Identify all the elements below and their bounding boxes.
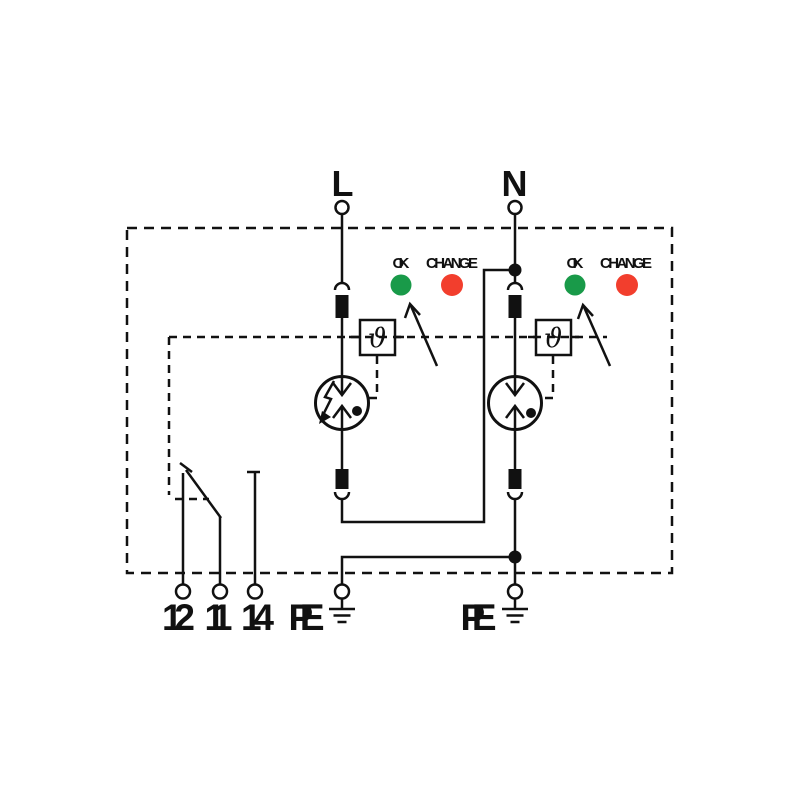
indicator-pointer-arrow <box>582 306 612 367</box>
fuse-block-icon <box>335 469 349 489</box>
junction-dot <box>508 550 522 564</box>
lightning-bolt-tip <box>319 411 331 424</box>
pe-terminal-right: PE <box>461 583 528 638</box>
theta-box-icon <box>358 318 397 357</box>
earth-ground-icon <box>329 598 355 624</box>
terminal-label-12: 12 <box>162 597 194 638</box>
n-input-terminal <box>507 199 523 216</box>
pe-terminal-left: PE <box>289 555 509 638</box>
pe-left-terminal <box>333 583 351 600</box>
pe-left-label: PE <box>289 597 324 638</box>
ok-label: OK <box>393 255 410 272</box>
device-boundary-dashed-box <box>125 226 674 575</box>
change-led-red-icon <box>616 274 638 296</box>
arrester-dot-left <box>352 406 362 416</box>
pe-left-wire <box>340 555 509 585</box>
indicator-pointer-arrowhead <box>576 302 594 320</box>
terminal-11 <box>211 583 229 600</box>
l-to-n-return-wire <box>340 268 509 524</box>
spark-gap-arrester-icon <box>314 375 370 431</box>
status-indicators-right: OK CHANGE <box>564 255 652 367</box>
pe-right-terminal <box>506 583 524 600</box>
arrow-down-icon <box>505 382 525 398</box>
disconnect-arc-icon <box>506 491 524 501</box>
change-label: CHANGE <box>426 255 478 272</box>
arrow-up-icon <box>332 403 352 419</box>
earth-ground-icon <box>502 598 528 624</box>
contact-12-tip <box>179 462 193 473</box>
arrow-up-icon <box>505 403 525 419</box>
disconnect-arc-icon <box>333 281 351 291</box>
terminal-label-14: 14 <box>241 597 274 638</box>
change-label: CHANGE <box>600 255 652 272</box>
thermal-monitor-left: ϑ <box>349 318 404 400</box>
theta-symbol: ϑ <box>368 323 387 354</box>
lightning-bolt-icon <box>322 380 336 414</box>
remote-signalling-switch: 12 11 14 <box>162 462 275 638</box>
junction-dot <box>508 263 522 277</box>
l-branch: L <box>314 163 509 524</box>
signal-circuit-dashed-lines <box>167 335 607 501</box>
fuse-block-icon <box>335 295 349 318</box>
terminal-12 <box>174 583 192 600</box>
l-input-terminal <box>334 199 350 216</box>
indicator-pointer-arrowhead <box>403 301 421 319</box>
disconnect-arc-icon <box>333 491 351 501</box>
pe-right-label: PE <box>461 597 496 638</box>
ok-led-green-icon <box>564 274 586 296</box>
terminal-label-N: N <box>502 163 527 204</box>
fuse-block-icon <box>508 295 522 318</box>
ok-led-green-icon <box>390 274 412 296</box>
ok-label: OK <box>567 255 584 272</box>
status-indicators-left: OK CHANGE <box>390 255 478 367</box>
theta-link-dashed <box>368 356 379 400</box>
n-branch: N <box>487 163 543 584</box>
arrester-dot-right <box>526 408 536 418</box>
thermal-monitor-right: ϑ <box>528 318 579 400</box>
terminal-label-L: L <box>332 163 353 204</box>
switch-blade <box>184 469 223 519</box>
change-led-red-icon <box>441 274 463 296</box>
gas-discharge-tube-icon <box>487 375 543 431</box>
terminal-label-11: 11 <box>205 597 232 638</box>
theta-link-dashed <box>542 356 555 400</box>
theta-box-icon <box>534 318 573 357</box>
fuse-block-icon <box>508 469 522 489</box>
theta-symbol: ϑ <box>544 323 563 354</box>
arrow-down-icon <box>332 382 352 398</box>
indicator-pointer-arrow <box>409 305 439 367</box>
terminal-14 <box>246 583 264 600</box>
disconnect-arc-icon <box>506 281 524 291</box>
